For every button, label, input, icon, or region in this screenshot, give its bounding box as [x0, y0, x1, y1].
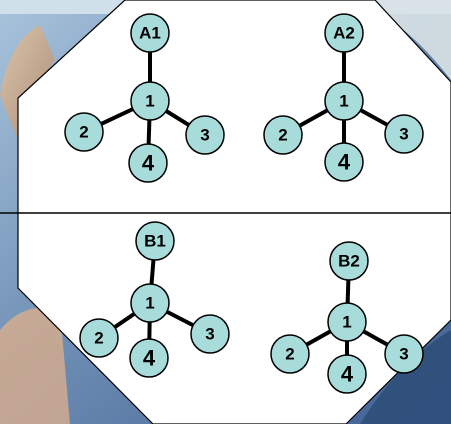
node-top-label: A2	[333, 24, 355, 43]
node-right: 3	[186, 116, 224, 154]
node-top-label: B1	[144, 232, 166, 251]
node-center: 1	[131, 82, 169, 120]
node-left: 2	[264, 116, 302, 154]
node-right-label: 3	[200, 126, 209, 145]
node-left: 2	[271, 335, 309, 373]
node-right: 3	[191, 315, 229, 353]
node-left-label: 2	[278, 126, 287, 145]
node-left-label: 2	[79, 123, 88, 142]
node-right-label: 3	[399, 125, 408, 144]
node-center: 1	[328, 303, 366, 341]
node-center-label: 1	[339, 92, 348, 111]
node-top: A1	[131, 14, 169, 52]
node-center: 1	[325, 82, 363, 120]
node-bottom-label: 4	[142, 151, 155, 176]
node-left-label: 2	[94, 329, 103, 348]
node-center-label: 1	[145, 294, 154, 313]
node-left: 2	[80, 319, 118, 357]
node-top: A2	[325, 14, 363, 52]
node-right: 3	[385, 335, 423, 373]
node-bottom-label: 4	[338, 150, 351, 175]
node-bottom-label: 4	[341, 362, 354, 387]
node-top-label: A1	[139, 24, 161, 43]
node-right-label: 3	[399, 345, 408, 364]
node-top-label: B2	[338, 252, 360, 271]
node-bottom: 4	[130, 339, 168, 377]
node-right-label: 3	[205, 325, 214, 344]
node-left: 2	[65, 113, 103, 151]
node-bottom: 4	[325, 143, 363, 181]
node-top: B2	[330, 242, 368, 280]
node-bottom: 4	[328, 355, 366, 393]
node-bottom: 4	[129, 144, 167, 182]
node-top: B1	[136, 222, 174, 260]
node-center: 1	[131, 284, 169, 322]
node-left-label: 2	[285, 345, 294, 364]
node-center-label: 1	[342, 313, 351, 332]
node-right: 3	[385, 115, 423, 153]
node-center-label: 1	[145, 92, 154, 111]
node-bottom-label: 4	[143, 346, 156, 371]
